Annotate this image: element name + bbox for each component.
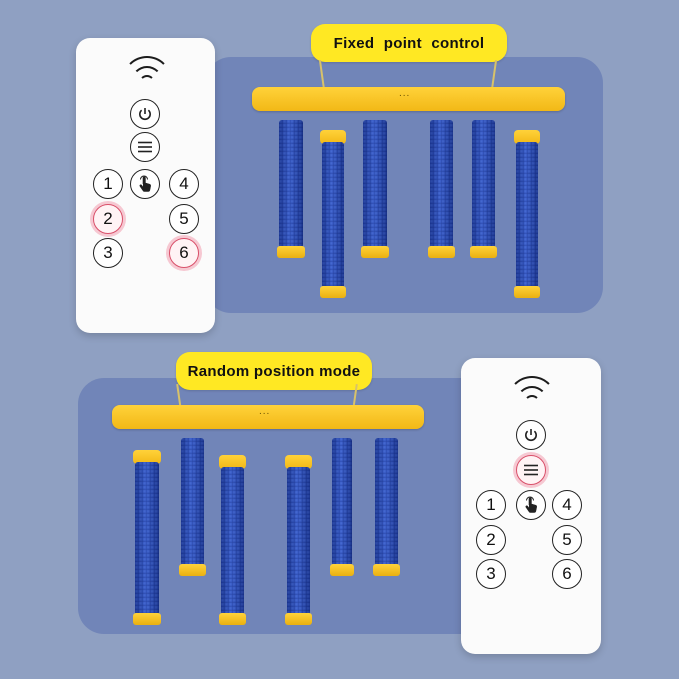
button-6[interactable]: 6 (169, 238, 199, 268)
power-icon (525, 429, 537, 442)
button-3[interactable]: 3 (93, 238, 123, 268)
device-bar-top (252, 87, 565, 111)
indicator-lights-bottom: ... (259, 406, 271, 417)
foam-stick-2 (320, 130, 346, 298)
foam-stick-b3 (219, 455, 246, 625)
signal-wave-middle-icon (131, 66, 163, 98)
foam-stick-b4 (285, 455, 312, 625)
button-3[interactable]: 3 (476, 559, 506, 589)
foam-stick-1 (277, 108, 305, 258)
touch-icon (525, 496, 537, 513)
menu-icon (138, 141, 152, 153)
power-button[interactable] (130, 99, 160, 129)
device-bar-bottom (112, 405, 424, 429)
button-4[interactable]: 4 (169, 169, 199, 199)
remote-control-top: 1 2 3 4 5 6 (76, 38, 215, 333)
foam-stick-b2 (179, 426, 206, 576)
foam-stick-5 (470, 108, 497, 258)
foam-stick-3 (361, 108, 389, 258)
menu-icon (524, 464, 538, 476)
button-5[interactable]: 5 (169, 204, 199, 234)
indicator-lights-top: ... (399, 88, 411, 99)
random-position-mode-label: Random position mode (176, 352, 372, 390)
button-2[interactable]: 2 (476, 525, 506, 555)
foam-stick-4 (428, 108, 455, 258)
button-2[interactable]: 2 (93, 204, 123, 234)
signal-wave-inner-icon (139, 75, 155, 91)
signal-wave-outer-icon (122, 56, 172, 106)
button-1[interactable]: 1 (93, 169, 123, 199)
foam-stick-b5 (330, 426, 354, 576)
touch-button[interactable] (516, 490, 546, 520)
remote-control-bottom: 1 2 3 4 5 6 (461, 358, 601, 654)
menu-button[interactable] (130, 132, 160, 162)
signal-wave-middle-icon (516, 386, 548, 418)
touch-icon (139, 175, 151, 192)
power-button[interactable] (516, 420, 546, 450)
button-1[interactable]: 1 (476, 490, 506, 520)
fixed-point-control-label: Fixed point control (311, 24, 507, 62)
signal-wave-outer-icon (507, 376, 557, 426)
foam-stick-b6 (373, 426, 400, 576)
power-icon (139, 108, 151, 121)
signal-wave-inner-icon (524, 395, 540, 411)
button-5[interactable]: 5 (552, 525, 582, 555)
foam-stick-6 (514, 130, 540, 298)
touch-button[interactable] (130, 169, 160, 199)
button-4[interactable]: 4 (552, 490, 582, 520)
button-6[interactable]: 6 (552, 559, 582, 589)
menu-button[interactable] (516, 455, 546, 485)
foam-stick-b1 (133, 450, 161, 625)
